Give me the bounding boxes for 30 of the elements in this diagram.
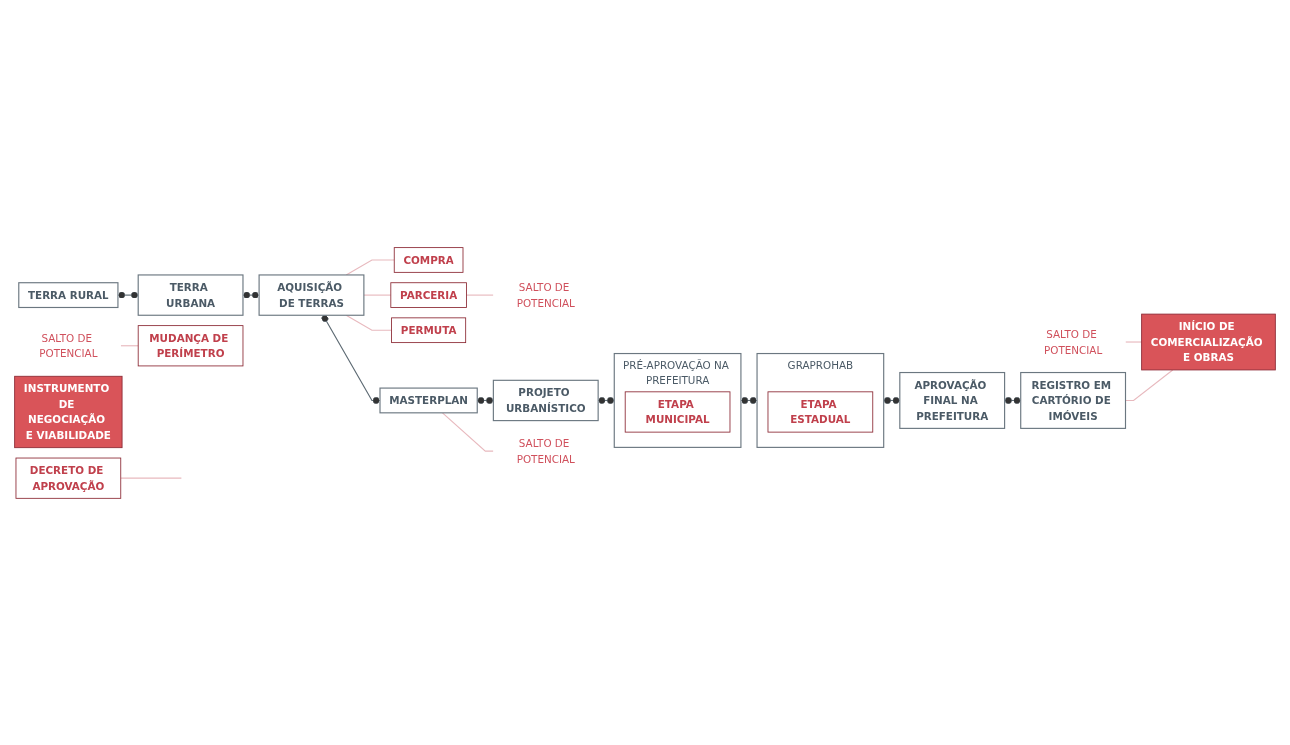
node-box: PERMUTA bbox=[391, 316, 467, 343]
node-box: INÍCIO DE COMERCIALIZAÇÃO E OBRAS bbox=[1141, 313, 1276, 370]
node-box: DECRETO DE APROVAÇÃO bbox=[15, 457, 122, 499]
connector bbox=[321, 314, 381, 404]
connector bbox=[740, 396, 758, 404]
node-box: ETAPA ESTADUAL bbox=[767, 390, 874, 433]
connector bbox=[441, 411, 494, 452]
connector bbox=[363, 294, 392, 296]
connector bbox=[117, 291, 139, 299]
connector bbox=[1124, 341, 1143, 343]
node-box: MASTERPLAN bbox=[379, 387, 478, 413]
node-text: SALTO DE POTENCIAL bbox=[1044, 327, 1103, 356]
node-box: MUDANÇA DE PERÍMETRO bbox=[137, 324, 244, 366]
node-box: REGISTRO EM CARTÓRIO DE IMÓVEIS bbox=[1020, 371, 1127, 429]
node-box: COMPRA bbox=[393, 246, 464, 273]
connector bbox=[465, 294, 494, 296]
node-box: INSTRUMENTO DE NEGOCIAÇÃO E VIABILIDADE bbox=[14, 375, 123, 448]
node-box: TERRA RURAL bbox=[18, 281, 119, 308]
node-text: SALTO DE POTENCIAL bbox=[516, 436, 575, 465]
node-text: SALTO DE POTENCIAL bbox=[39, 331, 98, 360]
node-box: TERRA URBANA bbox=[137, 273, 244, 316]
node-box: PARCERIA bbox=[390, 281, 467, 308]
node-text: SALTO DE POTENCIAL bbox=[516, 280, 575, 309]
node-box: APROVAÇÃO FINAL NA PREFEITURA bbox=[899, 371, 1006, 429]
node-box: AQUISIÇÃO DE TERRAS bbox=[258, 273, 365, 316]
connector bbox=[242, 291, 260, 299]
connector bbox=[120, 477, 182, 479]
connector bbox=[345, 314, 393, 331]
node-box: ETAPA MUNICIPAL bbox=[624, 390, 731, 433]
node-box: PROJETO URBANÍSTICO bbox=[492, 379, 599, 421]
